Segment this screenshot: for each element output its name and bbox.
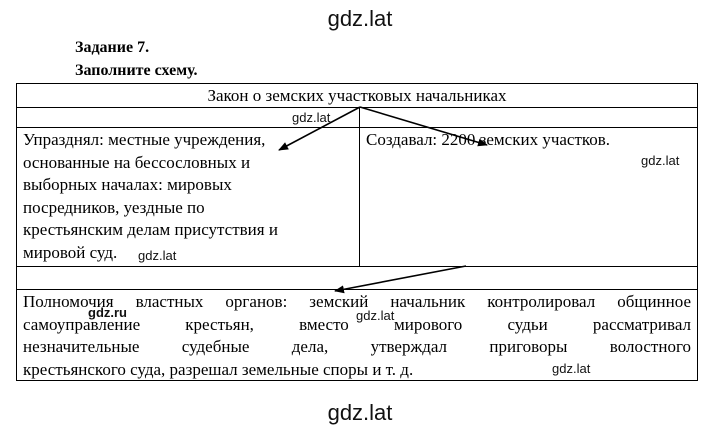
- left-box-line: выборных началах: мировых: [23, 175, 232, 194]
- scheme-table: Закон о земских участковых начальниках У…: [16, 83, 698, 381]
- bottom-box: Полномочия властных органов: земский нач…: [23, 291, 691, 381]
- row-divider-4: [17, 289, 697, 290]
- left-box-line: основанные на бессословных и: [23, 152, 251, 172]
- right-box: Создавал: 2200 земских участков.: [366, 130, 611, 149]
- row-divider-2: [17, 127, 697, 128]
- left-box: Упразднял: местные учреждения, основанны…: [23, 129, 353, 264]
- column-divider: [359, 107, 360, 266]
- row-divider-3: [17, 266, 697, 267]
- scheme-title: Закон о земских участковых начальниках: [207, 86, 507, 105]
- left-box-line: посредников, уездные по: [23, 197, 205, 217]
- bottom-box-line: самоуправление крестьян, вместо мирового…: [23, 314, 691, 334]
- watermark-top: gdz.lat: [327, 6, 393, 31]
- left-box-line: мировой суд.: [23, 242, 118, 262]
- bottom-box-line: крестьянского суда, разрешал земельные с…: [23, 359, 414, 379]
- watermark-bottom: gdz.lat: [327, 400, 393, 425]
- watermark-inline: gdz.lat: [641, 153, 680, 168]
- watermark-inline: gdz.lat: [292, 110, 331, 125]
- task-instruction: Заполните схему.: [75, 62, 198, 79]
- watermark-inline: gdz.ru: [88, 305, 127, 320]
- task-number: Задание 7.: [75, 39, 150, 56]
- bottom-box-line: Полномочия властных органов: земский нач…: [23, 292, 691, 311]
- bottom-box-line: незначительные судебные дела, утверждал …: [23, 337, 691, 356]
- left-box-line: крестьянским делам присутствия и: [23, 220, 278, 239]
- watermark-inline: gdz.lat: [552, 361, 591, 376]
- left-box-line: Упразднял: местные учреждения,: [23, 130, 266, 149]
- watermark-inline: gdz.lat: [356, 308, 395, 323]
- watermark-inline: gdz.lat: [138, 248, 177, 263]
